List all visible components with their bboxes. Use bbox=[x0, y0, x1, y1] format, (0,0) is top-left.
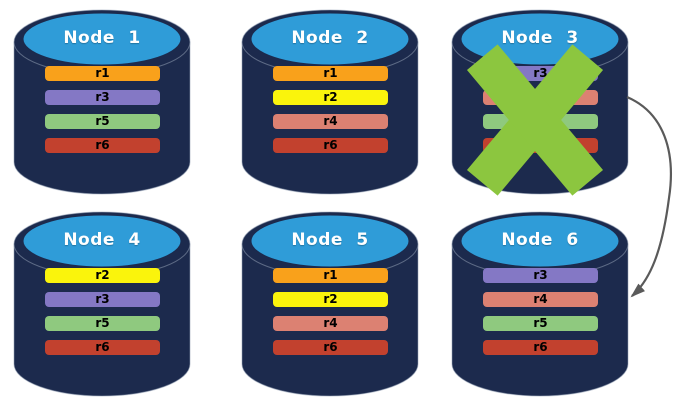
replica-bars: r3 r4 r5 r6 bbox=[483, 268, 598, 364]
replica-bar-r3: r3 bbox=[45, 292, 160, 307]
node-title: Node 3 bbox=[501, 28, 579, 48]
replica-bar-r6: r6 bbox=[45, 340, 160, 355]
node-3: Node 3r3r4r5r6 bbox=[450, 6, 630, 202]
replica-bar-r6: r6 bbox=[483, 340, 598, 355]
replica-bar-r2: r2 bbox=[273, 90, 388, 105]
node-title: Node 2 bbox=[291, 28, 369, 48]
node-title: Node 1 bbox=[63, 28, 141, 48]
replica-bar-r4: r4 bbox=[273, 316, 388, 331]
replica-bars: r2 r3 r5 r6 bbox=[45, 268, 160, 364]
replica-bar-r6: r6 bbox=[273, 138, 388, 153]
replica-bar-r5: r5 bbox=[45, 114, 160, 129]
node-4: Node 4 r2 r3 r5 r6 bbox=[12, 208, 192, 402]
replica-bar-r3: r3 bbox=[45, 90, 160, 105]
replica-bar-r1: r1 bbox=[273, 66, 388, 81]
node-1: Node 1 r1 r3 r5 r6 bbox=[12, 6, 192, 202]
node-title: Node 5 bbox=[291, 230, 369, 250]
replica-bar-r1: r1 bbox=[45, 66, 160, 81]
node-5: Node 5 r1 r2 r4 r6 bbox=[240, 208, 420, 402]
replica-bar-r6: r6 bbox=[273, 340, 388, 355]
failover-arrow-path bbox=[626, 95, 672, 298]
replica-bar-r4: r4 bbox=[273, 114, 388, 129]
node-title: Node 4 bbox=[63, 230, 141, 250]
failure-x-icon bbox=[450, 6, 630, 202]
node-title: Node 6 bbox=[501, 230, 579, 250]
replica-bar-r2: r2 bbox=[45, 268, 160, 283]
replica-bar-r1: r1 bbox=[273, 268, 388, 283]
replica-bars: r1 r2 r4 r6 bbox=[273, 268, 388, 364]
replica-bars: r1 r2 r4 r6 bbox=[273, 66, 388, 162]
replica-bar-r2: r2 bbox=[273, 292, 388, 307]
replica-bar-r5: r5 bbox=[45, 316, 160, 331]
node-6: Node 6 r3 r4 r5 r6 bbox=[450, 208, 630, 402]
replica-bar-r5: r5 bbox=[483, 316, 598, 331]
replica-bars: r1 r3 r5 r6 bbox=[45, 66, 160, 162]
node-2: Node 2 r1 r2 r4 r6 bbox=[240, 6, 420, 202]
replica-bar-r6: r6 bbox=[45, 138, 160, 153]
replica-bar-r3: r3 bbox=[483, 268, 598, 283]
replica-bar-r4: r4 bbox=[483, 292, 598, 307]
